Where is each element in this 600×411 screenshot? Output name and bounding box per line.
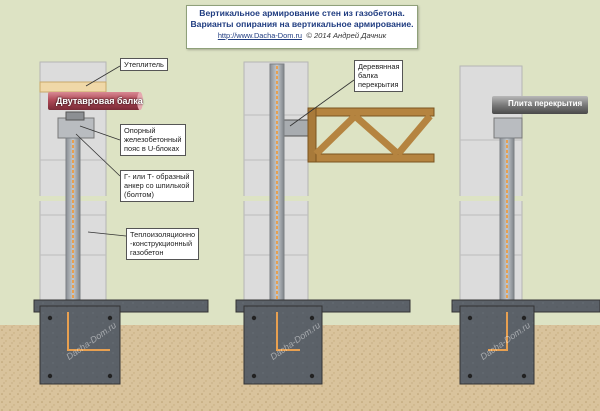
ibeam — [48, 92, 140, 110]
wall-2 — [242, 61, 435, 303]
title-line-1: Вертикальное армирование стен из газобет… — [199, 8, 405, 18]
label-woodbeam-line-3: перекрытия — [358, 80, 399, 90]
wall-1 — [38, 61, 143, 303]
label-woodbeam-line-2: балка — [358, 71, 378, 81]
label-woodbeam: Деревянная балка перекрытия — [354, 60, 404, 92]
label-insulation: Утеплитель — [120, 58, 168, 72]
foundation-3 — [451, 299, 600, 385]
label-aerated: Теплоизоляционно -конструкционный газобе… — [126, 228, 200, 260]
label-woodbeam-line-1: Деревянная — [358, 62, 400, 71]
title-box: Вертикальное армирование стен из газобет… — [186, 5, 418, 49]
foundation-1 — [33, 299, 209, 385]
label-anchor-line-1: Г- или Т- образный — [124, 172, 190, 181]
foundation-2 — [235, 299, 411, 385]
label-aerated-line-1: Теплоизоляционно — [130, 230, 196, 239]
title-credits: http://www.Dacha-Dom.ru © 2014 Андрей Да… — [187, 30, 417, 41]
label-aerated-line-3: газобетон — [130, 248, 164, 258]
label-ubelt-line-1: Опорный — [124, 126, 156, 135]
site-link[interactable]: http://www.Dacha-Dom.ru — [217, 31, 303, 40]
label-anchor-line-3: (болтом) — [124, 190, 154, 200]
label-slab: Плита перекрытия — [508, 99, 583, 108]
copyright: © 2014 Андрей Дачник — [306, 31, 387, 40]
label-ubelt-line-3: пояс в U-блоках — [124, 144, 180, 154]
floor-slab — [492, 96, 588, 114]
label-anchor-line-2: анкер со шпилькой — [124, 181, 190, 191]
title-line-2: Варианты опирания на вертикальное армиро… — [190, 19, 414, 29]
wood-truss — [307, 107, 435, 163]
label-ibeam: Двутавровая балка — [56, 96, 143, 106]
label-aerated-line-2: -конструкционный — [130, 239, 193, 249]
label-ubelt: Опорный железобетонный пояс в U-блоках — [120, 124, 186, 156]
label-anchor: Г- или Т- образный анкер со шпилькой (бо… — [120, 170, 194, 202]
leader-lines — [75, 65, 355, 237]
wall-3 — [458, 65, 588, 303]
label-ubelt-line-2: железобетонный — [124, 135, 182, 145]
